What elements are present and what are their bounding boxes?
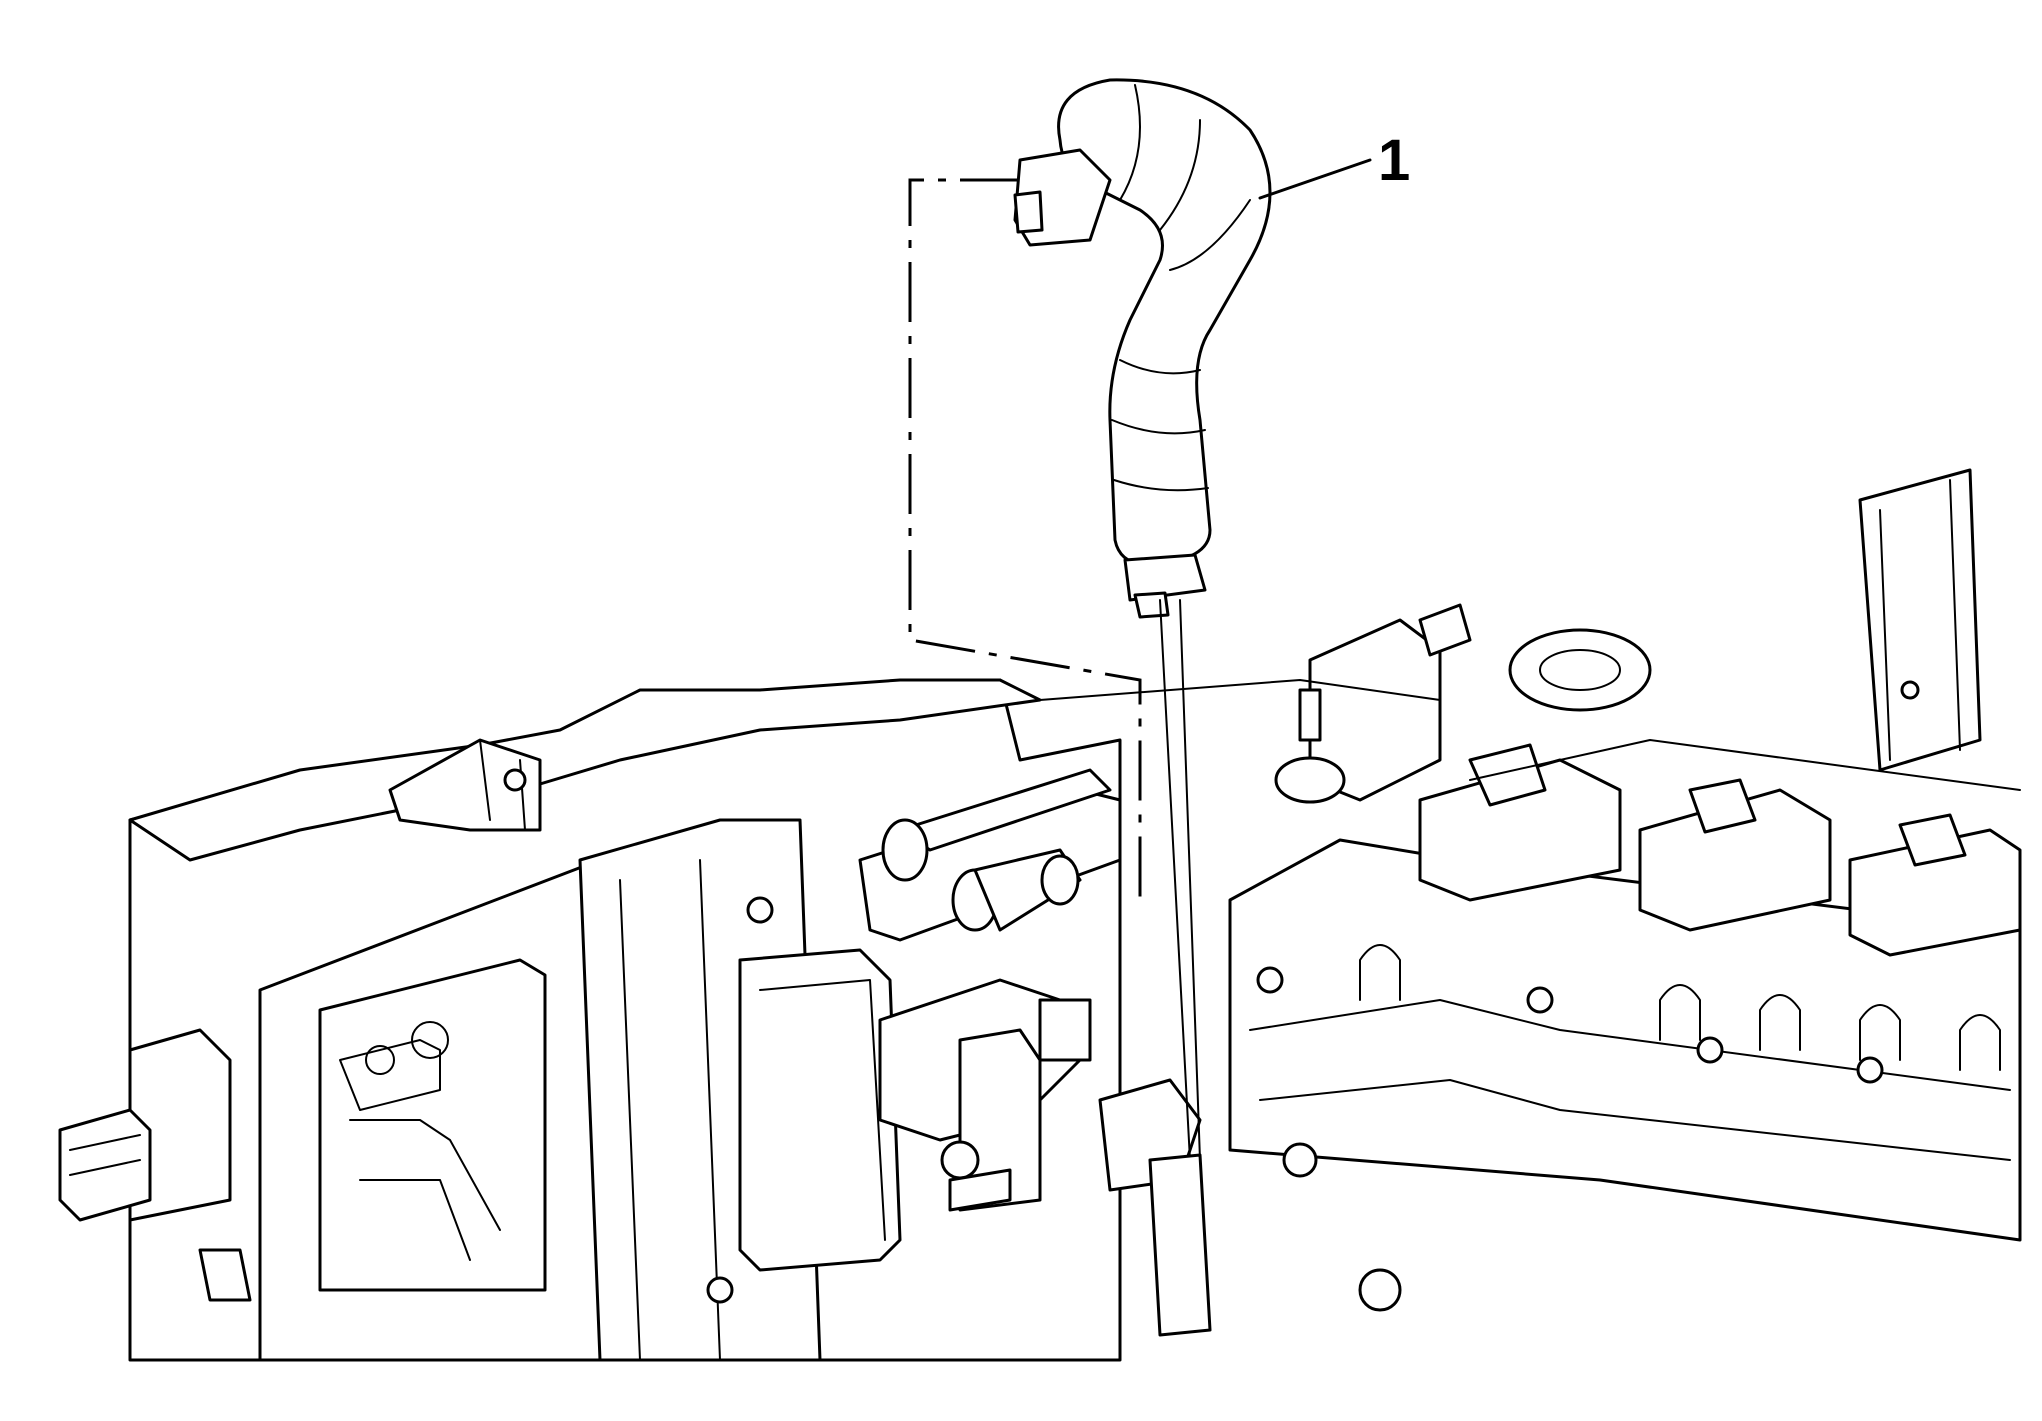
engine-cam-cover <box>1039 468 2022 1312</box>
detail-frame <box>908 178 1142 900</box>
heater-core-pipes <box>738 768 1202 1272</box>
heater-hose <box>1013 78 1272 1337</box>
callout-1: 1 <box>1258 128 1410 200</box>
callout-1-label: 1 <box>1378 128 1410 193</box>
callout-1-leader <box>1258 158 1372 200</box>
